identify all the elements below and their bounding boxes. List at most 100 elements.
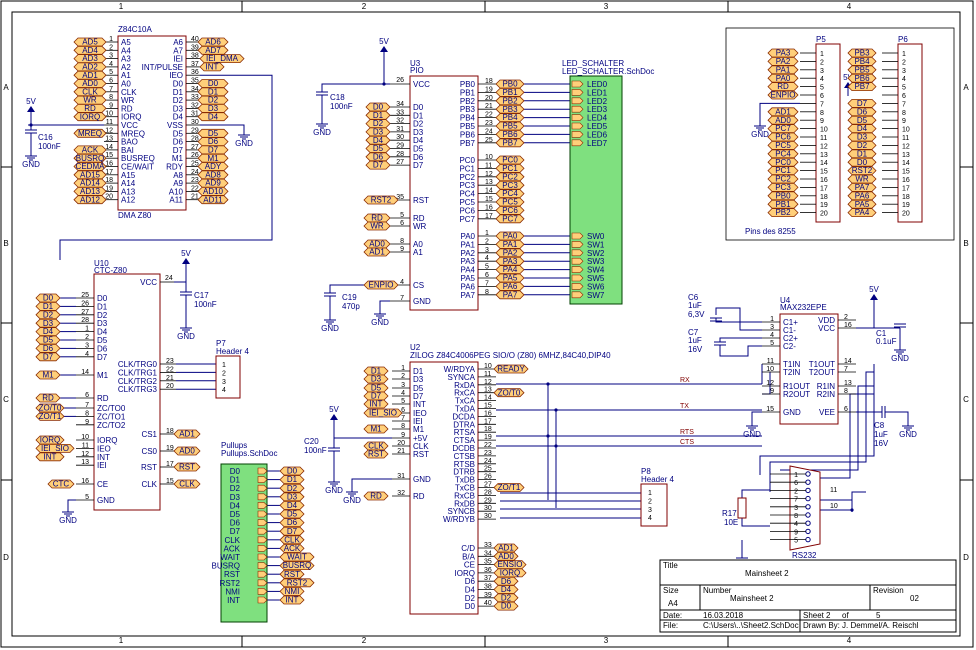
pio-pin-name: PB3: [460, 105, 476, 114]
rs232-name: RS232: [792, 551, 817, 560]
p6-pin-num: 18: [902, 194, 910, 201]
dma-pin-name: A9: [173, 179, 183, 188]
sheet-entry: [571, 114, 584, 121]
max-pin-name: C1+: [783, 318, 798, 327]
ctc-pin-name: INT: [97, 453, 110, 462]
sio-pin-name: +5V: [413, 434, 428, 443]
ctc-pin-num: 11: [82, 442, 89, 449]
dma-pin-num: 14: [105, 144, 113, 151]
net-port-label: AD1: [369, 248, 385, 257]
sio-pin-name: INT: [413, 400, 426, 409]
dma-pin-num: 4: [109, 61, 113, 68]
pio-pin-name: VCC: [413, 80, 430, 89]
sio-pin-name: CE: [464, 561, 475, 570]
dma-pin-num: 18: [105, 177, 113, 184]
sheet-entry: [257, 502, 268, 509]
ctc-pin-name: D7: [97, 353, 108, 362]
ctc-pin-num: 28: [81, 317, 89, 324]
p8-pin-num: 1: [648, 490, 652, 497]
c7-volt: 16V: [688, 345, 703, 354]
dsub-pin-num: 1: [794, 472, 798, 479]
sio-pin-num: 15: [484, 403, 492, 410]
wire: [383, 60, 390, 85]
pullups-entry-label: D5: [230, 510, 241, 519]
dma-pin-num: 10: [105, 111, 113, 118]
dma-pin-num: 29: [191, 127, 199, 134]
sheet-label: Sheet: [803, 611, 825, 620]
max-pin-num: 15: [766, 406, 774, 413]
dma-pin-num: 25: [191, 161, 199, 168]
ctc-name: CTC-Z80: [94, 266, 127, 275]
net-port-label: AD6: [205, 38, 221, 47]
net-port-label: PC3: [775, 183, 791, 192]
sheet-entry: [257, 588, 268, 595]
net-port: [847, 208, 877, 218]
sheet-entry: [257, 553, 268, 561]
drawn-value: J. Demmel/A. Reischl: [842, 621, 919, 630]
ctc-pin-name: D1: [97, 302, 108, 311]
net-port-label: IEI_SIO: [369, 409, 397, 418]
pio-chip: [409, 75, 479, 311]
net-port-label: PA3: [503, 257, 518, 266]
c8-ref: C8: [874, 421, 885, 430]
net-port-label: AD13: [80, 187, 101, 196]
net-port-label: D3: [371, 375, 382, 384]
sio-pin-num: 22: [484, 442, 492, 449]
sio-pin-name: D5: [413, 384, 424, 393]
ctc-pin-num: 19: [166, 445, 174, 452]
sio-pin-num: 5: [401, 398, 405, 405]
pio-pin-name: PC4: [459, 190, 475, 199]
frame-col-label: 2: [362, 2, 367, 11]
sheet-entry: [257, 467, 268, 475]
net-port-label: WR: [370, 222, 384, 231]
max-pin-name: VEE: [819, 408, 835, 417]
ctc-pin-name: IORQ: [97, 436, 117, 445]
sio-pin-name: CLK: [413, 442, 429, 451]
net-port: [847, 182, 877, 192]
net-port-label: ACK: [82, 146, 99, 155]
c17-ref: C17: [194, 291, 209, 300]
net-port-label: AD11: [203, 195, 223, 204]
net-port-label: CEDMA: [76, 162, 106, 171]
net-port-label: M1: [370, 425, 382, 434]
dma-pin-name: A2: [121, 63, 131, 72]
sheet-entry: [571, 283, 584, 290]
pio-pin-name: PA0: [460, 232, 475, 241]
pio-pin-name: PB2: [460, 97, 476, 106]
pio-pin-name: D0: [413, 103, 424, 112]
dma-pin-num: 5: [109, 69, 113, 76]
dma-pin-name: A0: [121, 80, 131, 89]
net-port-label: PC6: [502, 206, 518, 215]
dma-pin-name: RD: [121, 104, 133, 113]
gnd-label: GND: [343, 496, 361, 505]
net-port: [35, 393, 61, 403]
wire: [719, 337, 762, 342]
net-port: [847, 82, 877, 91]
net-port-label: PB2: [775, 208, 791, 217]
pullups-entry-label: RST: [224, 570, 240, 579]
p5-pin-num: 17: [820, 185, 828, 192]
vcc-label: 5V: [329, 405, 339, 414]
frame-row-label: D: [963, 553, 969, 562]
p5-pin-num: 3: [820, 68, 824, 75]
net-port-label: AD8: [205, 170, 221, 179]
sio-pin-name: TxCA: [455, 397, 476, 406]
net-port-label: AD0: [775, 116, 791, 125]
net-port-label: PC7: [502, 214, 518, 223]
max-pin-num: 13: [844, 380, 852, 387]
p8-ref: P8: [641, 467, 651, 476]
net-port-label: MREQ: [78, 129, 102, 138]
dma-pin-name: BUSREQ: [121, 154, 155, 163]
ctc-pin-num: 24: [165, 275, 173, 282]
sheet-entry: [257, 510, 268, 518]
dma-pin-num: 39: [191, 44, 199, 51]
net-port-label: PC0: [775, 158, 791, 167]
pio-pin-name: PA6: [460, 282, 475, 291]
pio-pin-num: 17: [485, 213, 493, 220]
dsub-pin-num: 8: [794, 513, 798, 520]
max-pin-num: 7: [844, 366, 848, 373]
net-port-label: RD: [777, 82, 789, 91]
pio-pin-name: PC2: [459, 173, 475, 182]
net-port-label: D1: [373, 111, 384, 120]
pio-pin-name: PC7: [459, 215, 475, 224]
